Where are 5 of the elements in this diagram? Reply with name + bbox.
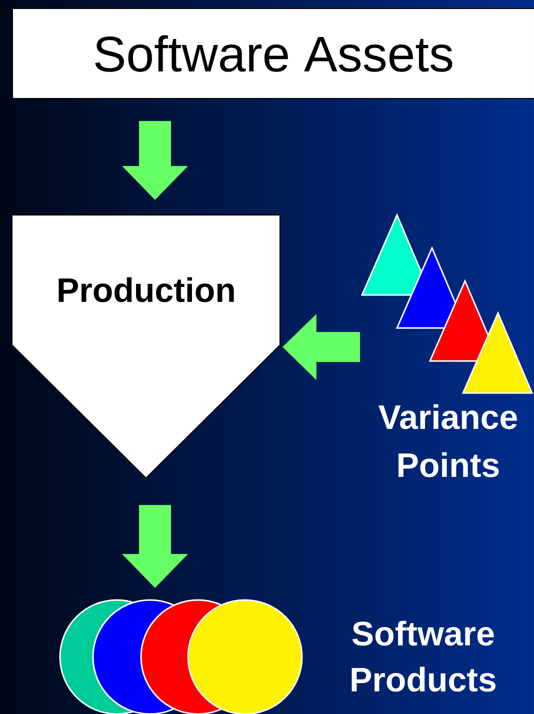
node-label: Variance Points <box>378 404 517 478</box>
title-box: Software Assets <box>12 8 534 99</box>
node-label: Software Products <box>352 620 496 692</box>
software-products-drawing: Software Products <box>59 599 496 714</box>
process-pentagon: Production <box>12 214 280 479</box>
